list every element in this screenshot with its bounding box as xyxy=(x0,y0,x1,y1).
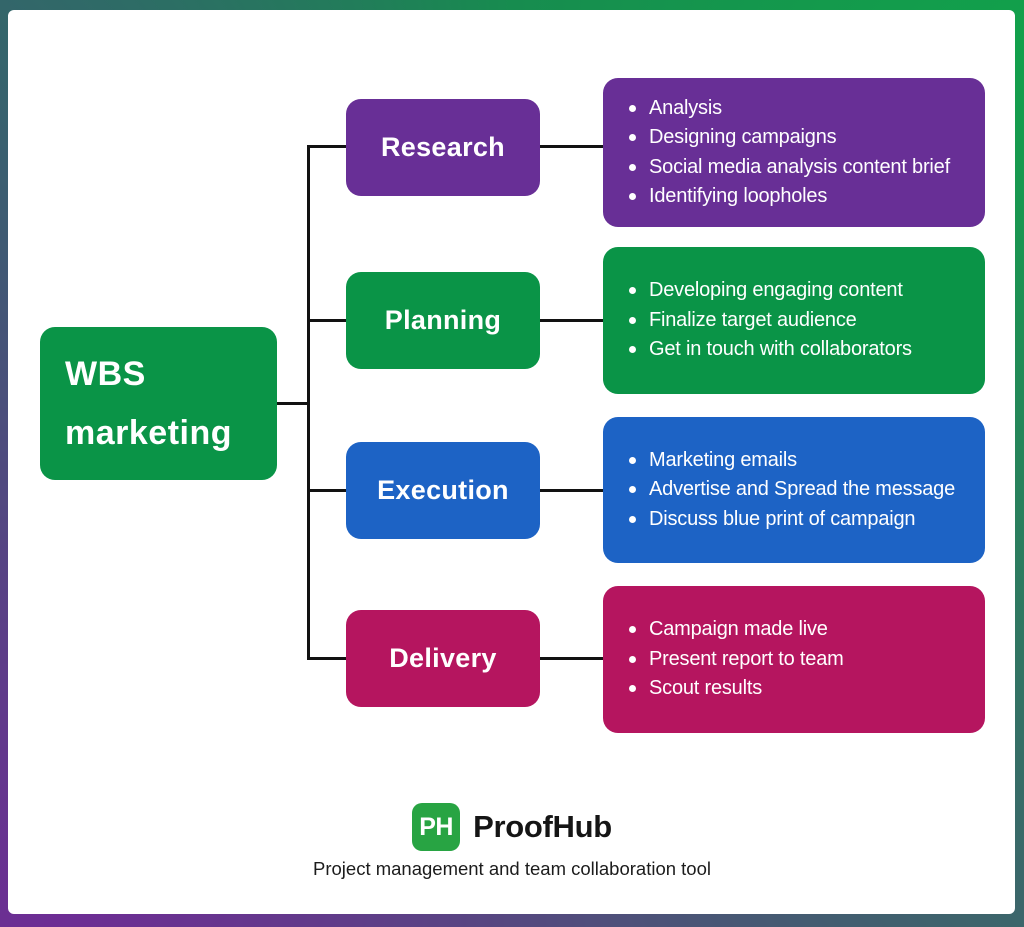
branch-node-planning: Planning xyxy=(346,272,540,369)
detail-box-delivery: Campaign made live Present report to tea… xyxy=(603,586,985,733)
bullet-item: Finalize target audience xyxy=(627,306,975,336)
proofhub-logo-icon: PH xyxy=(412,803,461,851)
branch-node-execution: Execution xyxy=(346,442,540,539)
root-label-line1: WBS xyxy=(65,354,146,393)
detail-box-execution: Marketing emails Advertise and Spread th… xyxy=(603,417,985,563)
bullet-list-planning: Developing engaging content Finalize tar… xyxy=(627,276,975,365)
bullet-item: Social media analysis content brief xyxy=(627,153,975,183)
bullet-list-research: Analysis Designing campaigns Social medi… xyxy=(627,94,975,212)
branch-label-planning: Planning xyxy=(384,305,502,335)
root-label-line2: marketing xyxy=(65,413,232,452)
logo-monogram: PH xyxy=(419,812,453,841)
branch-node-delivery: Delivery xyxy=(346,610,540,707)
branch-node-research: Research xyxy=(346,99,540,196)
bullet-item: Identifying loopholes xyxy=(627,182,975,212)
bullet-item: Campaign made live xyxy=(627,615,975,645)
detail-box-planning: Developing engaging content Finalize tar… xyxy=(603,247,985,394)
branch-label-research: Research xyxy=(381,132,505,162)
brand-tagline: Project management and team collaboratio… xyxy=(313,858,711,879)
bullet-item: Get in touch with collaborators xyxy=(627,335,975,365)
bullet-item: Scout results xyxy=(627,674,975,704)
connector-trunk-to-research xyxy=(307,145,346,148)
branch-label-delivery: Delivery xyxy=(389,643,497,673)
brand-name: ProofHub xyxy=(473,809,612,844)
connector-trunk-to-execution xyxy=(307,489,346,492)
bullet-item: Developing engaging content xyxy=(627,276,975,306)
bullet-item: Analysis xyxy=(627,94,975,124)
connector-root-to-trunk xyxy=(277,402,308,405)
detail-box-research: Analysis Designing campaigns Social medi… xyxy=(603,78,985,227)
footer-logo-row: PH ProofHub xyxy=(0,801,1024,853)
bullet-list-execution: Marketing emails Advertise and Spread th… xyxy=(627,446,975,535)
connector-trunk xyxy=(307,146,310,660)
connector-trunk-to-planning xyxy=(307,319,346,322)
connector-delivery-to-detail xyxy=(540,657,603,660)
connector-planning-to-detail xyxy=(540,319,603,322)
connector-research-to-detail xyxy=(540,145,603,148)
connector-trunk-to-delivery xyxy=(307,657,346,660)
bullet-item: Discuss blue print of campaign xyxy=(627,505,975,535)
connector-execution-to-detail xyxy=(540,489,603,492)
bullet-item: Designing campaigns xyxy=(627,123,975,153)
branch-label-execution: Execution xyxy=(377,475,509,505)
root-node-wbs-marketing: WBS marketing xyxy=(40,327,277,480)
bullet-item: Marketing emails xyxy=(627,446,975,476)
bullet-item: Present report to team xyxy=(627,645,975,675)
bullet-item: Advertise and Spread the message xyxy=(627,475,975,505)
bullet-list-delivery: Campaign made live Present report to tea… xyxy=(627,615,975,704)
